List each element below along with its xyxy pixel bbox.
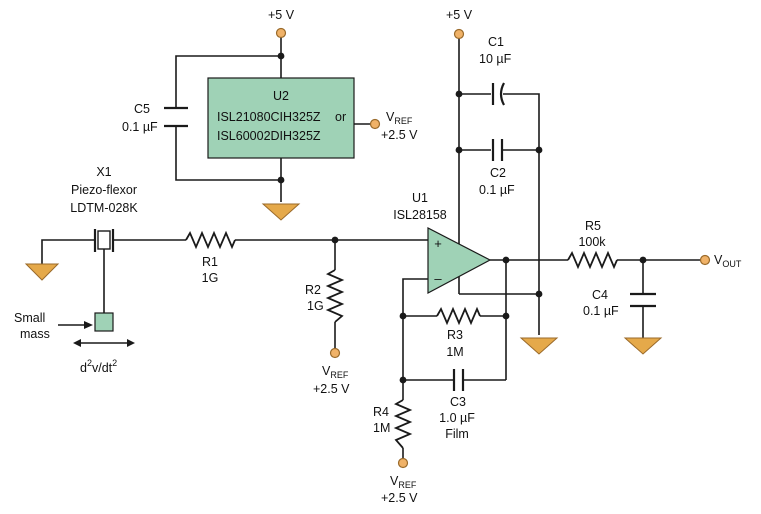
acceleration-label: d2v/dt2 xyxy=(80,358,117,375)
x1-type: Piezo-flexor xyxy=(71,183,137,197)
r5-value: 100k xyxy=(578,235,606,249)
x1-name: X1 xyxy=(96,165,111,179)
ground-symbol xyxy=(623,337,663,355)
vref-label: VREF xyxy=(390,474,417,490)
supply-label: +5 V xyxy=(268,8,295,22)
arrow-left-icon xyxy=(73,339,81,347)
wire-c1-right xyxy=(503,93,540,335)
u1-opamp xyxy=(427,227,492,294)
junction-dot xyxy=(455,90,463,98)
ground-symbol xyxy=(519,337,559,355)
u1-minus-pin: – xyxy=(434,271,442,286)
u1-part: ISL28158 xyxy=(393,208,447,222)
x1-part: LDTM-028K xyxy=(70,201,138,215)
c2-name: C2 xyxy=(490,166,506,180)
r3-value: 1M xyxy=(446,345,463,359)
arrow-right-icon xyxy=(127,339,135,347)
r5-resistor xyxy=(567,250,618,270)
supply-terminal xyxy=(275,27,287,39)
c1-name: C1 xyxy=(488,35,504,49)
wire-piezo-gnd xyxy=(41,239,94,264)
junction-dot xyxy=(502,256,510,264)
small-mass-block xyxy=(94,312,114,332)
wire-inv-input xyxy=(402,278,428,380)
c3-name: C3 xyxy=(450,395,466,409)
r2-name: R2 xyxy=(305,283,321,297)
wire-c5-bottom xyxy=(175,126,281,181)
junction-dot xyxy=(399,376,407,384)
supply-decoupling-section: +5 V C1 10 µF C2 0.1 µF xyxy=(446,8,559,355)
input-section: X1 Piezo-flexor LDTM-028K R1 1G R2 1G Sm… xyxy=(14,165,428,396)
wire-c5-top xyxy=(175,55,281,108)
supply-terminal xyxy=(453,28,465,40)
c5-name: C5 xyxy=(134,102,150,116)
vref-label: VREF xyxy=(322,364,349,380)
vref-terminal xyxy=(369,118,381,130)
vout-terminal xyxy=(699,254,711,266)
mass-label-line1: Small xyxy=(14,311,45,325)
u2-part2: ISL60002DIH325Z xyxy=(217,129,321,143)
u2-part1: ISL21080CIH325Z xyxy=(217,110,321,124)
u2-chip xyxy=(207,77,355,159)
c4-name: C4 xyxy=(592,288,608,302)
junction-dot xyxy=(639,256,647,264)
junction-dot xyxy=(331,236,339,244)
vref-terminal xyxy=(329,347,341,359)
junction-dot xyxy=(535,290,543,298)
c1-value: 10 µF xyxy=(479,52,512,66)
output-filter-section: R5 100k C4 0.1 µF VOUT xyxy=(567,219,742,355)
junction-dot xyxy=(399,312,407,320)
r5-name: R5 xyxy=(585,219,601,233)
vref-terminal xyxy=(397,457,409,469)
junction-dot xyxy=(455,146,463,154)
c5-value: 0.1 µF xyxy=(122,120,158,134)
r3-resistor xyxy=(436,306,481,326)
vref-value: +2.5 V xyxy=(313,382,350,396)
amplifier-section: + – U1 ISL28158 R3 1M C3 1.0 µF Film R4 … xyxy=(373,191,568,505)
c4-value: 0.1 µF xyxy=(583,304,619,318)
ground-symbol xyxy=(261,203,301,221)
junction-dot xyxy=(277,52,285,60)
vref-label: VREF xyxy=(386,110,413,126)
r1-value: 1G xyxy=(202,271,219,285)
r4-value: 1M xyxy=(373,421,390,435)
mass-label-line2: mass xyxy=(20,327,50,341)
arrow-right-icon xyxy=(84,321,93,329)
r1-resistor xyxy=(185,230,236,250)
piezo-crystal xyxy=(97,230,111,250)
u1-name: U1 xyxy=(412,191,428,205)
r2-resistor xyxy=(325,269,345,323)
r1-name: R1 xyxy=(202,255,218,269)
c3-note: Film xyxy=(445,427,469,441)
vref-value: +2.5 V xyxy=(381,128,418,142)
junction-dot xyxy=(535,146,543,154)
junction-dot xyxy=(277,176,285,184)
c2-value: 0.1 µF xyxy=(479,183,515,197)
r4-resistor xyxy=(393,399,413,449)
vout-label: VOUT xyxy=(714,253,742,269)
u1-plus-pin: + xyxy=(434,236,442,251)
u2-reference-section: +5 V U2 ISL21080CIH325Z or ISL60002DIH32… xyxy=(122,8,418,221)
r3-name: R3 xyxy=(447,328,463,342)
r4-name: R4 xyxy=(373,405,389,419)
c1-plate-curved xyxy=(499,82,505,106)
vref-value: +2.5 V xyxy=(381,491,418,505)
u2-or: or xyxy=(335,110,346,124)
op-supply-label: +5 V xyxy=(446,8,473,22)
junction-dot xyxy=(502,312,510,320)
ground-symbol xyxy=(24,263,60,281)
r2-value: 1G xyxy=(307,299,324,313)
c3-value: 1.0 µF xyxy=(439,411,475,425)
u2-name: U2 xyxy=(273,89,289,103)
